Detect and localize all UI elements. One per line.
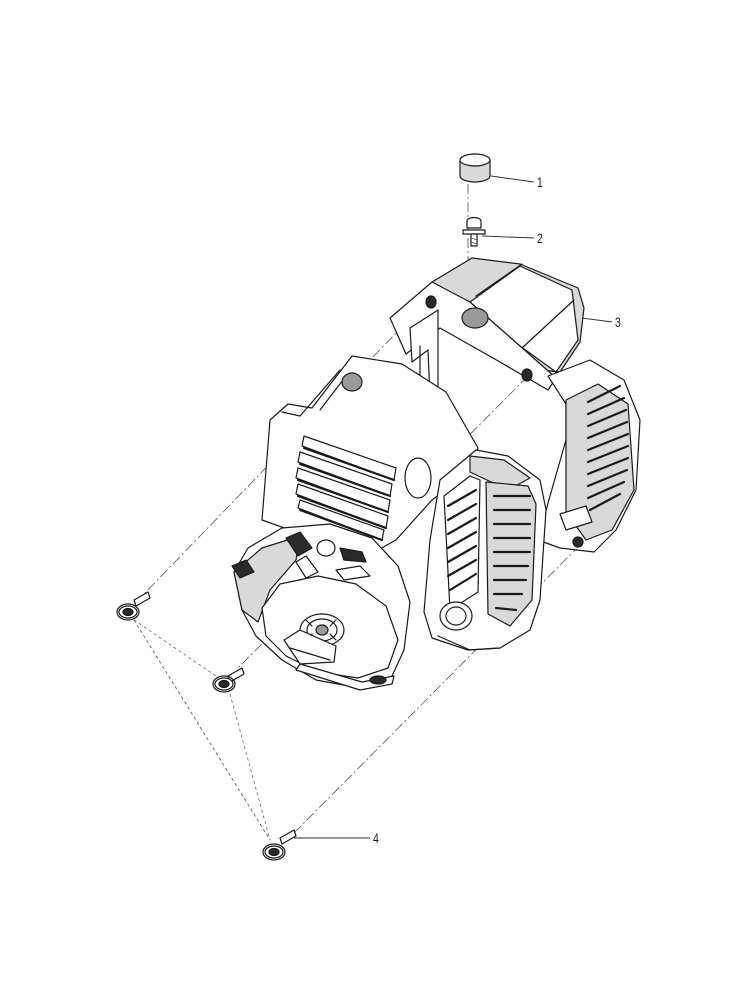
callout-2: 2 xyxy=(537,230,543,246)
cap xyxy=(459,153,491,183)
screw-c xyxy=(262,829,297,861)
side-grille-panel xyxy=(423,449,547,651)
screw-b xyxy=(212,667,245,693)
engine-cover xyxy=(231,355,479,691)
callout-1: 1 xyxy=(537,174,543,190)
callout-4: 4 xyxy=(373,830,379,846)
screw-a xyxy=(116,591,151,621)
rear-cover xyxy=(389,257,641,553)
callout-3: 3 xyxy=(615,314,621,330)
upper-louvres xyxy=(295,435,397,542)
leader-lines xyxy=(294,175,613,839)
top-screw xyxy=(462,216,486,247)
screw-grouping-lines xyxy=(133,619,271,841)
cover-screws xyxy=(116,591,297,861)
